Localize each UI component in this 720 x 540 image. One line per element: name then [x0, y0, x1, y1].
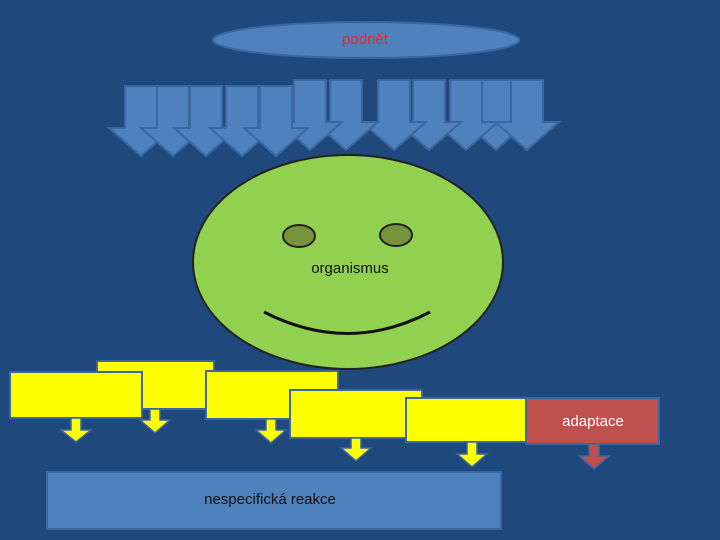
yellow-box	[405, 397, 527, 443]
mouth	[263, 310, 431, 335]
down-arrow-icon	[338, 437, 374, 462]
down-arrow-icon	[58, 417, 94, 443]
down-arrow-icon	[253, 418, 289, 444]
stimulus-arrows	[106, 79, 562, 158]
adaptation-arrow-icon	[576, 443, 612, 470]
left-eye	[282, 224, 316, 248]
box-arrows	[58, 408, 490, 468]
stimulus-ellipse	[212, 21, 520, 59]
organism-label: organismus	[311, 260, 389, 277]
smiley-face-icon	[192, 154, 504, 370]
adaptation-box	[525, 397, 660, 445]
nonspecific-response-label: nespecifická reakce	[204, 491, 336, 508]
down-arrow-icon	[492, 79, 562, 152]
response-boxes	[9, 360, 527, 443]
adaptation-label: adaptace	[562, 413, 624, 430]
yellow-box	[9, 371, 143, 419]
stimulus-label: podnět	[342, 31, 388, 48]
down-arrow-icon	[454, 441, 490, 468]
yellow-box	[289, 389, 423, 439]
down-arrow-icon	[137, 408, 173, 434]
down-arrow-icon	[241, 85, 311, 158]
right-eye	[379, 223, 413, 247]
nonspecific-response-box	[46, 471, 502, 530]
